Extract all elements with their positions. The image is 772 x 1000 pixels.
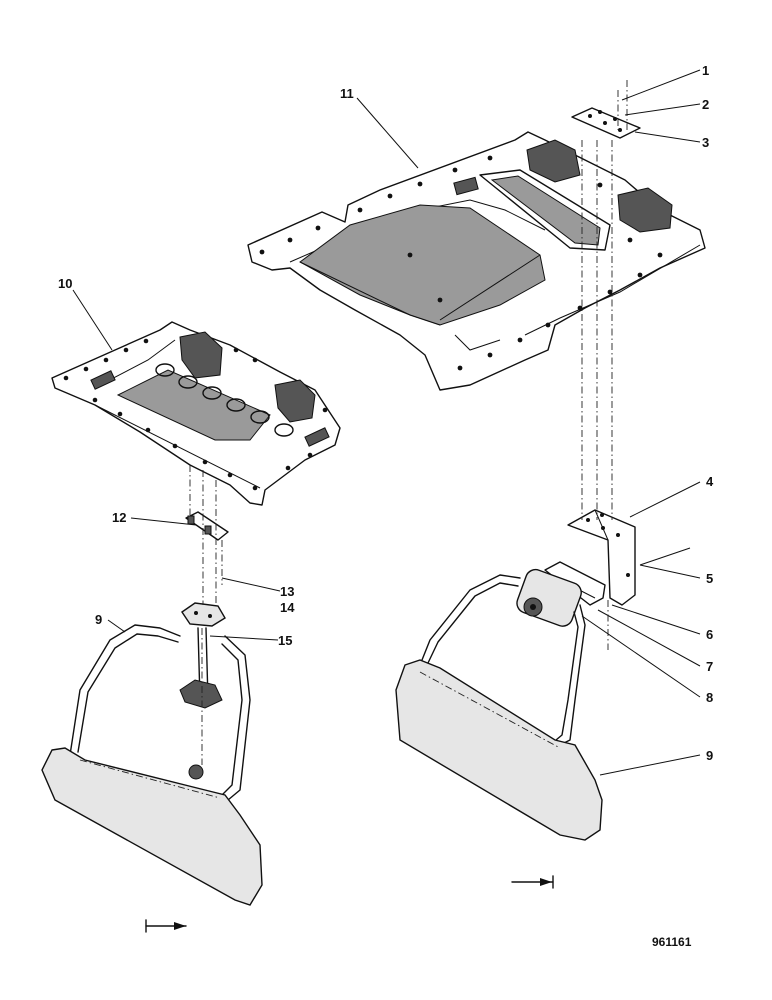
reference-number: 961161 [652, 935, 692, 949]
pivot-bracket-14 [181, 602, 226, 627]
mounting-plate-11 [247, 131, 706, 391]
assembly-axes [189, 80, 628, 765]
callout-1: 1 [702, 63, 709, 78]
callout-11: 11 [340, 86, 354, 101]
sun-visor-right [395, 574, 603, 841]
callout-14: 14 [280, 600, 295, 615]
plate-3 [571, 107, 641, 139]
callout-5: 5 [706, 571, 713, 586]
callout-12: 12 [112, 510, 126, 525]
callout-15: 15 [278, 633, 292, 648]
sun-visor-left [41, 624, 263, 906]
direction-arrow-left [145, 919, 187, 933]
clamp-knob-8 [516, 568, 582, 627]
callout-4: 4 [706, 474, 714, 489]
clip-12 [185, 511, 229, 541]
callout-6: 6 [706, 627, 713, 642]
callout-9-left: 9 [95, 612, 102, 627]
callout-13: 13 [280, 584, 294, 599]
mounting-holes-11 [259, 155, 663, 371]
leader-lines [72, 69, 701, 776]
callout-2: 2 [702, 97, 709, 112]
callout-10: 10 [58, 276, 72, 291]
callout-7: 7 [706, 659, 713, 674]
bracket-4 [567, 509, 636, 606]
callout-3: 3 [702, 135, 709, 150]
callout-9-right: 9 [706, 748, 713, 763]
direction-arrow-right [511, 875, 554, 889]
mounting-holes-10 [63, 338, 328, 491]
callout-8: 8 [706, 690, 713, 705]
mounting-plate-10 [51, 321, 341, 506]
